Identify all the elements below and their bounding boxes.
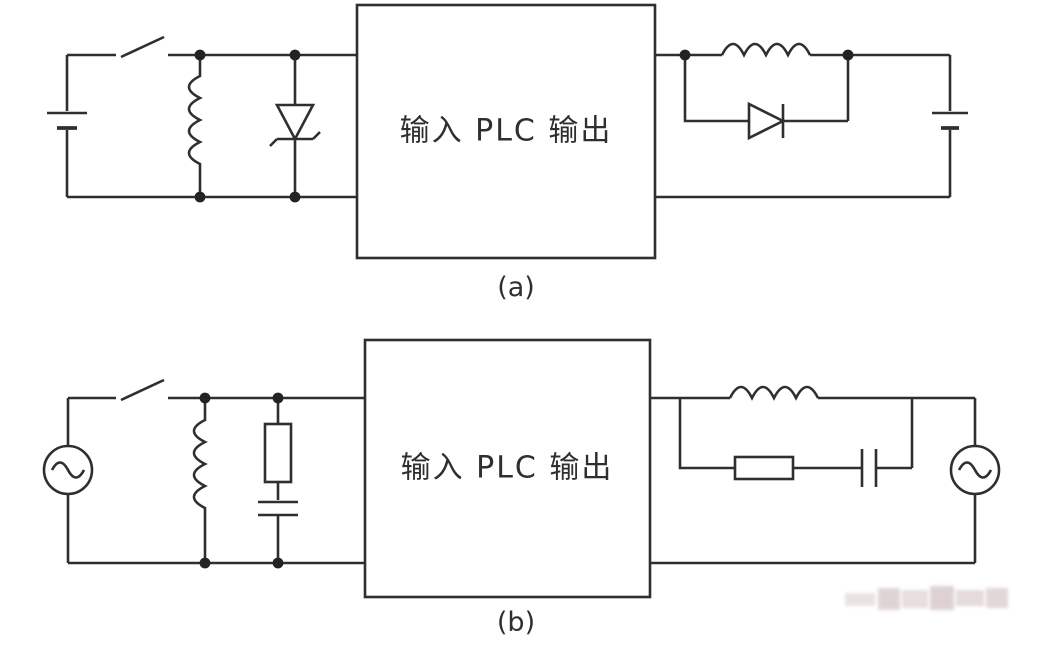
zener-ticks <box>269 131 321 147</box>
diode-triangle <box>274 103 316 142</box>
watermark-block <box>902 590 928 608</box>
junction-dot <box>842 49 854 61</box>
capacitor-icon <box>860 449 878 487</box>
junction-dot <box>289 49 301 61</box>
watermark <box>845 586 1008 610</box>
rc-snubber-icon <box>678 398 914 487</box>
diode-lead <box>783 55 850 123</box>
plc-box-label: 输入 PLC 输出 <box>400 114 613 149</box>
watermark-block <box>930 586 954 610</box>
junction-dot <box>289 191 301 203</box>
caption-a: (a) <box>497 272 535 303</box>
resistor-icon <box>733 455 795 481</box>
caption-b: (b) <box>497 607 535 638</box>
inductor-icon <box>187 55 203 197</box>
junction-dot <box>194 49 206 61</box>
sine-wave <box>957 461 993 479</box>
rc-snubber-icon <box>258 398 298 563</box>
dc-source-icon <box>932 55 968 197</box>
rc-lead <box>678 398 735 470</box>
junction-dot <box>272 557 284 569</box>
junction-dot <box>199 557 211 569</box>
plc-box-label: 输入 PLC 输出 <box>401 451 614 486</box>
watermark-block <box>878 588 900 610</box>
inductor-icon <box>720 42 812 58</box>
junction-dot <box>679 49 691 61</box>
ac-source-icon <box>42 398 94 563</box>
switch-icon <box>120 378 165 402</box>
ac-source-icon <box>949 398 1001 563</box>
inductor-icon <box>192 398 208 563</box>
watermark-block <box>956 590 984 606</box>
junction-dot <box>194 191 206 203</box>
diagram-b: 输入 PLC 输出 <box>42 338 1001 638</box>
dc-source-icon <box>47 55 87 197</box>
plc-box <box>363 338 652 599</box>
plc-box <box>355 3 657 260</box>
rc-lead <box>876 398 914 470</box>
capacitor-icon <box>258 500 298 517</box>
sine-wave <box>50 461 86 479</box>
freewheel-diode-icon <box>683 55 850 141</box>
diode-triangle <box>747 101 786 141</box>
inductor-icon <box>728 385 820 401</box>
junction-dot <box>199 392 211 404</box>
switch-icon <box>120 35 165 59</box>
watermark-block <box>845 593 875 606</box>
zener-diode-icon <box>269 55 321 197</box>
junction-dot <box>272 392 284 404</box>
diode-lead <box>683 55 749 123</box>
diagram-a: 输入 PLC 输出 <box>47 3 968 303</box>
resistor-icon <box>263 422 293 484</box>
watermark-block <box>986 588 1008 608</box>
